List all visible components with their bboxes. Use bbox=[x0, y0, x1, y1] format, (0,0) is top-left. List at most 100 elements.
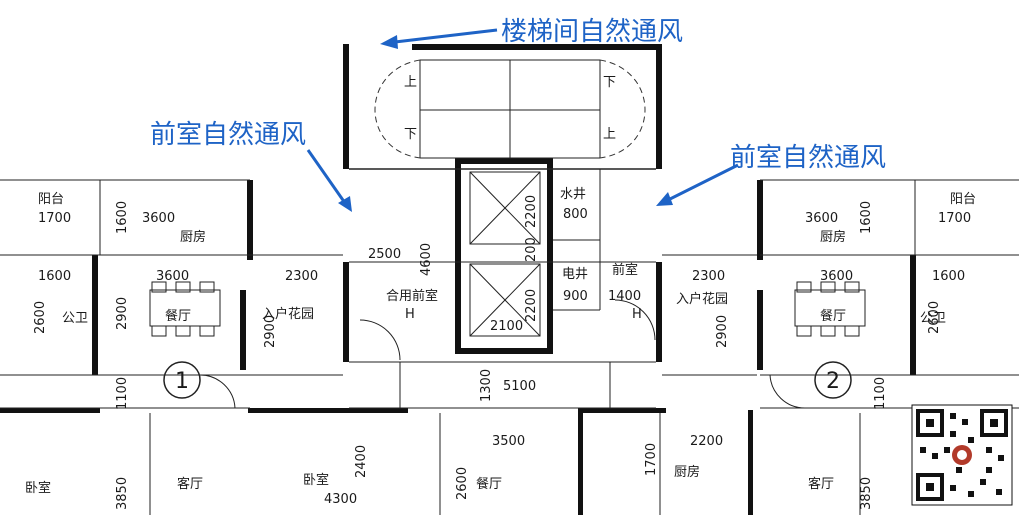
dim-2300-left: 2300 bbox=[285, 269, 318, 284]
callout-stair-ventilation: 楼梯间自然通风 bbox=[501, 17, 683, 47]
dim-4600-v: 4600 bbox=[419, 243, 434, 276]
unit-2-marker bbox=[814, 361, 852, 399]
dim-2100: 2100 bbox=[490, 319, 523, 334]
room-dining-left: 餐厅 bbox=[165, 308, 191, 324]
dimensions-horizontal: 1700 3600 1600 3600 2300 2500 2100 800 9… bbox=[38, 207, 971, 507]
right-lower-wall bbox=[748, 410, 753, 515]
bath-left-wall bbox=[92, 255, 98, 375]
dim-1600-bath-left: 1600 bbox=[38, 269, 71, 284]
dim-1700-right: 1700 bbox=[938, 211, 971, 226]
dim-3600-dining-left: 3600 bbox=[156, 269, 189, 284]
unit-number-1: 1 bbox=[175, 369, 189, 394]
bath-right-wall bbox=[910, 255, 916, 375]
dim-1400: 1400 bbox=[608, 289, 641, 304]
callout-anteroom-left: 前室自然通风 bbox=[150, 120, 306, 150]
room-bedroom-left: 卧室 bbox=[25, 480, 51, 496]
dim-2900-garden-left-v: 2900 bbox=[263, 315, 278, 348]
dim-2300-right: 2300 bbox=[692, 269, 725, 284]
dim-3500: 3500 bbox=[492, 434, 525, 449]
dim-2600-left-v: 2600 bbox=[33, 301, 48, 334]
dim-1600-right-v: 1600 bbox=[859, 201, 874, 234]
left-wall-a bbox=[247, 180, 253, 260]
room-water-shaft: 水井 bbox=[560, 187, 586, 202]
dim-1700-left: 1700 bbox=[38, 211, 71, 226]
dining-table-left bbox=[149, 281, 221, 337]
callout-arrow-icon bbox=[667, 163, 739, 202]
dim-2400-v: 2400 bbox=[354, 445, 369, 478]
right-wall-b bbox=[757, 290, 763, 370]
dim-1700-mid-v: 1700 bbox=[644, 443, 659, 476]
dim-1600-left-v: 1600 bbox=[115, 201, 130, 234]
dim-1100-left-v: 1100 bbox=[115, 377, 130, 410]
left-wall-b bbox=[240, 290, 246, 370]
room-balcony-right: 阳台 bbox=[950, 192, 976, 207]
dim-2500: 2500 bbox=[368, 247, 401, 262]
thin-lines bbox=[0, 59, 1019, 515]
room-labels: 阳台 厨房 餐厅 公卫 入户花园 合用前室 H 水井 电井 前室 入户花园 H … bbox=[25, 187, 976, 496]
dim-2200-bottom-v: 2200 bbox=[524, 289, 539, 322]
walls bbox=[0, 44, 916, 515]
elevator-wall-top bbox=[455, 158, 553, 164]
mid-wall-bottom-right bbox=[578, 408, 666, 413]
mid-wall-vertical bbox=[578, 408, 583, 515]
elevator-wall-left bbox=[455, 158, 461, 354]
room-garden-right: 入户花园 bbox=[676, 291, 728, 307]
callout-arrow-icon bbox=[306, 149, 347, 204]
stair-treads bbox=[419, 59, 601, 159]
dim-200-v: 200 bbox=[524, 237, 539, 262]
room-shared-anteroom: 合用前室 bbox=[386, 288, 438, 304]
room-garden-right-h: H bbox=[632, 307, 642, 322]
room-living-right: 客厅 bbox=[808, 476, 834, 492]
room-balcony-left: 阳台 bbox=[38, 192, 64, 207]
unit-number-2: 2 bbox=[826, 369, 840, 394]
room-kitchen-right: 厨房 bbox=[820, 229, 846, 245]
stair-down-top: 下 bbox=[603, 75, 616, 90]
dim-3600-kitchen-right: 3600 bbox=[805, 211, 838, 226]
core-wall-left bbox=[343, 262, 349, 362]
dim-1300-v: 1300 bbox=[479, 369, 494, 402]
mid-wall-bottom bbox=[248, 408, 408, 413]
stair-down-bottom: 下 bbox=[404, 127, 417, 142]
room-living-left: 客厅 bbox=[177, 476, 203, 492]
room-dining-right: 餐厅 bbox=[820, 308, 846, 324]
dim-2600-mid-v: 2600 bbox=[455, 467, 470, 500]
door-swing-left bbox=[359, 319, 401, 361]
room-anteroom: 前室 bbox=[612, 262, 638, 278]
elevator-wall-bottom bbox=[455, 348, 553, 354]
dim-1100-right-v: 1100 bbox=[873, 377, 888, 410]
room-shared-anteroom-h: H bbox=[405, 307, 415, 322]
bedroom-left-top bbox=[0, 408, 100, 413]
dim-900: 900 bbox=[563, 289, 588, 304]
stair-wall-top bbox=[412, 44, 662, 50]
callout-arrows bbox=[306, 28, 739, 212]
dim-2200-mid: 2200 bbox=[690, 434, 723, 449]
dim-800: 800 bbox=[563, 207, 588, 222]
dim-2600-right-v: 2600 bbox=[927, 301, 942, 334]
stair-up-top: 上 bbox=[404, 75, 417, 90]
callout-arrow-icon bbox=[394, 28, 498, 44]
room-garden-left: 入户花园 bbox=[262, 306, 314, 322]
room-bedroom-mid: 卧室 bbox=[303, 472, 329, 488]
room-dining-mid: 餐厅 bbox=[476, 476, 502, 492]
dim-3850-right-v: 3850 bbox=[859, 477, 874, 510]
dim-2200-top-v: 2200 bbox=[524, 195, 539, 228]
room-electric-shaft: 电井 bbox=[562, 267, 588, 282]
qr-code-icon bbox=[911, 404, 1013, 506]
dim-2900-left-v: 2900 bbox=[115, 297, 130, 330]
room-bath-right: 公卫 bbox=[920, 311, 946, 326]
stair-arc-right bbox=[599, 59, 646, 159]
stair-up-bottom: 上 bbox=[603, 127, 616, 142]
door-swing-right bbox=[614, 299, 656, 341]
door-swing-unit1 bbox=[199, 374, 236, 409]
core-wall-right bbox=[656, 262, 662, 362]
dim-3850-left-v: 3850 bbox=[115, 477, 130, 510]
dim-1600-bath-right: 1600 bbox=[932, 269, 965, 284]
dimensions-vertical: 1600 2900 2900 2600 1100 4600 2200 2200 … bbox=[33, 195, 942, 510]
dim-5100: 5100 bbox=[503, 379, 536, 394]
room-kitchen-mid: 厨房 bbox=[674, 464, 700, 480]
door-swing-unit2 bbox=[769, 374, 806, 409]
dining-table-right bbox=[794, 281, 866, 337]
elevator-wall-right bbox=[547, 158, 553, 354]
unit-1-marker bbox=[163, 361, 201, 399]
